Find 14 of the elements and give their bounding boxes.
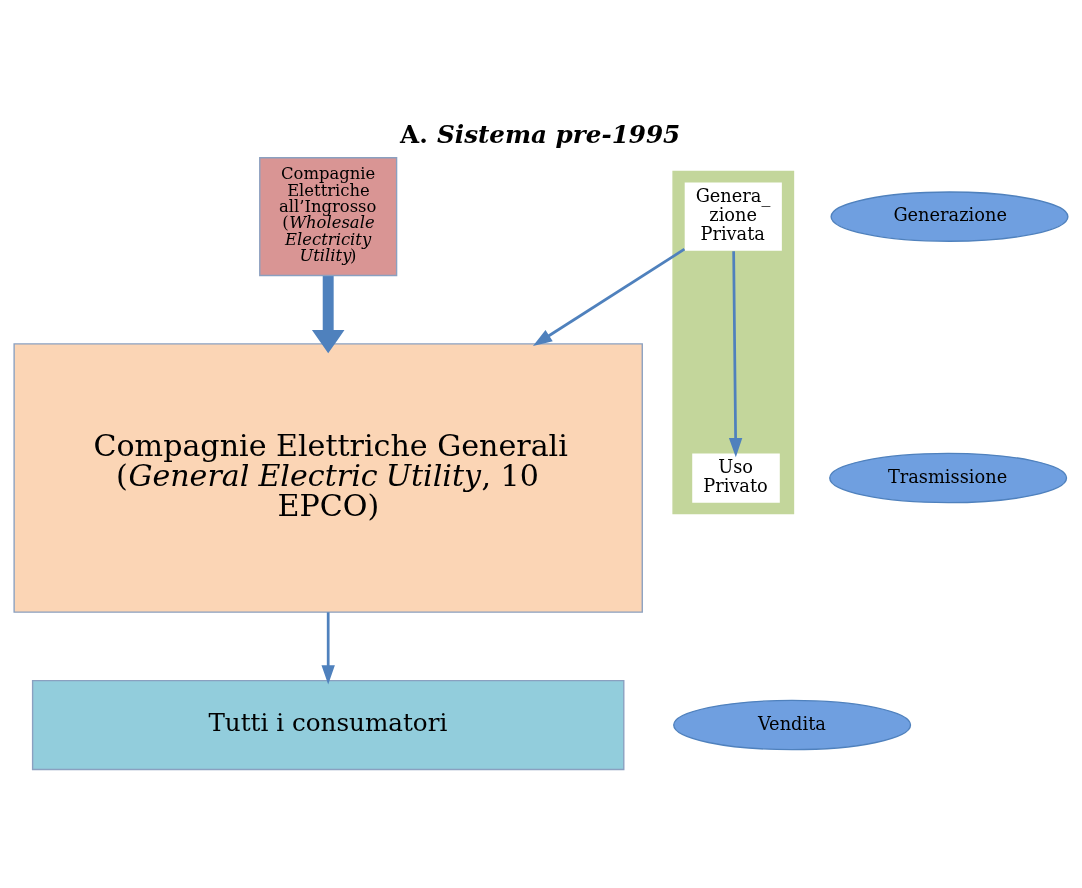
node-box: Compagnie Elettriche all’Ingrosso (Wholesale Electricity Utility) bbox=[259, 156, 398, 276]
arrow bbox=[532, 247, 686, 346]
node-box: Genera_ zione Privata bbox=[684, 181, 782, 251]
node-box: Uso Privato bbox=[692, 452, 780, 503]
arrow bbox=[728, 250, 743, 457]
cluster bbox=[672, 170, 795, 514]
diagram-title: A. Sistema pre-1995 bbox=[400, 119, 681, 149]
node-box: Tutti i consumatori bbox=[31, 679, 625, 770]
node-ellipse: Vendita bbox=[673, 699, 912, 750]
node-ellipse: Generazione bbox=[830, 190, 1069, 242]
arrow bbox=[311, 275, 345, 353]
node-box: Compagnie Elettriche Generali (General Electric Utility, 10 EPCO) bbox=[13, 342, 643, 613]
node-ellipse: Trasmissione bbox=[829, 452, 1068, 503]
arrow bbox=[321, 611, 335, 684]
